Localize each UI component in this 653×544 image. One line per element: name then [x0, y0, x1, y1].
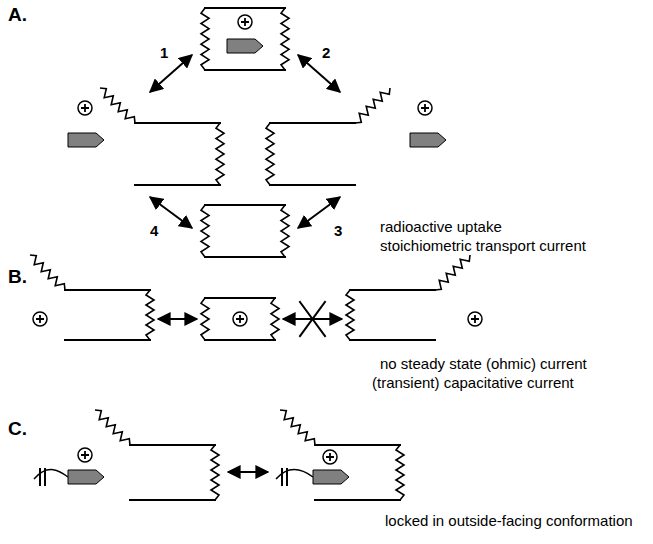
transition-arrow: [228, 471, 268, 473]
helix-segment: [211, 445, 219, 500]
helix-segment: [95, 410, 130, 445]
membrane-line: [130, 444, 215, 446]
cation-symbol: [468, 312, 482, 326]
cation-symbol: [33, 312, 47, 326]
substrate-symbol: [227, 39, 263, 53]
helix-segment: [100, 88, 135, 123]
transition-arrow: [298, 55, 340, 92]
cation-plus: [236, 315, 244, 323]
membrane-line: [270, 184, 355, 186]
cation-symbol: [233, 312, 247, 326]
callout-number: 3: [334, 222, 342, 239]
helix-segment: [201, 8, 209, 70]
callout-number: 4: [150, 222, 158, 239]
block-cross: [300, 302, 325, 336]
membrane-line: [205, 339, 275, 341]
transition-arrow: [298, 197, 340, 228]
helix-segment: [346, 290, 354, 340]
cation-symbol: [78, 448, 92, 462]
result-note: locked in outside-facing conformation: [385, 512, 633, 529]
membrane-line: [315, 499, 400, 501]
substrate-symbol: [313, 470, 349, 484]
cation-plus: [326, 453, 334, 461]
substrate-symbol: [68, 133, 104, 147]
cation-plus: [81, 451, 89, 459]
helix-segment: [216, 123, 224, 185]
membrane-line: [135, 184, 220, 186]
membrane-line: [350, 289, 435, 291]
substrate-symbol: [68, 470, 104, 484]
result-note: radioactive uptake: [380, 218, 502, 235]
membrane-line: [205, 69, 285, 71]
panel-letter: A.: [8, 4, 27, 26]
membrane-line: [270, 122, 355, 124]
helix-segment: [281, 8, 289, 70]
membrane-line: [205, 204, 285, 206]
callout-number: 1: [160, 44, 168, 61]
membrane-line: [315, 444, 400, 446]
helix-segment: [266, 123, 274, 185]
cation-plus: [241, 18, 249, 26]
membrane-line: [135, 122, 220, 124]
cation-plus: [421, 104, 429, 112]
helix-segment: [271, 298, 279, 340]
panel-letter: B.: [8, 266, 27, 288]
block-cross: [300, 302, 325, 336]
membrane-line: [350, 339, 435, 341]
tether-line: [34, 470, 68, 479]
cation-plus: [471, 315, 479, 323]
cation-symbol: [238, 15, 252, 29]
substrate-symbol: [410, 133, 446, 147]
membrane-line: [205, 7, 285, 9]
cation-plus: [81, 104, 89, 112]
helix-segment: [201, 205, 209, 257]
membrane-line: [205, 297, 275, 299]
result-note: no steady state (ohmic) current: [380, 355, 587, 372]
result-note: stoichiometric transport current: [380, 237, 586, 254]
panel-letter: C.: [8, 418, 27, 440]
membrane-line: [205, 256, 285, 258]
cation-plus: [36, 315, 44, 323]
membrane-line: [130, 499, 215, 501]
result-note: (transient) capacitative current: [372, 374, 574, 391]
cation-symbol: [418, 101, 432, 115]
cation-symbol: [78, 101, 92, 115]
membrane-line: [65, 289, 150, 291]
helix-segment: [396, 445, 404, 500]
helix-segment: [355, 88, 390, 123]
cation-symbol: [323, 450, 337, 464]
helix-segment: [435, 255, 470, 290]
transition-arrow: [158, 318, 197, 320]
callout-number: 2: [322, 44, 330, 61]
tether-bar: [281, 469, 283, 485]
helix-segment: [201, 298, 209, 340]
tether-bar: [39, 469, 41, 485]
helix-segment: [30, 255, 65, 290]
membrane-line: [65, 339, 150, 341]
helix-segment: [280, 410, 315, 445]
helix-segment: [146, 290, 154, 340]
transition-arrow: [150, 55, 192, 92]
helix-segment: [281, 205, 289, 257]
tether-line: [276, 470, 313, 479]
